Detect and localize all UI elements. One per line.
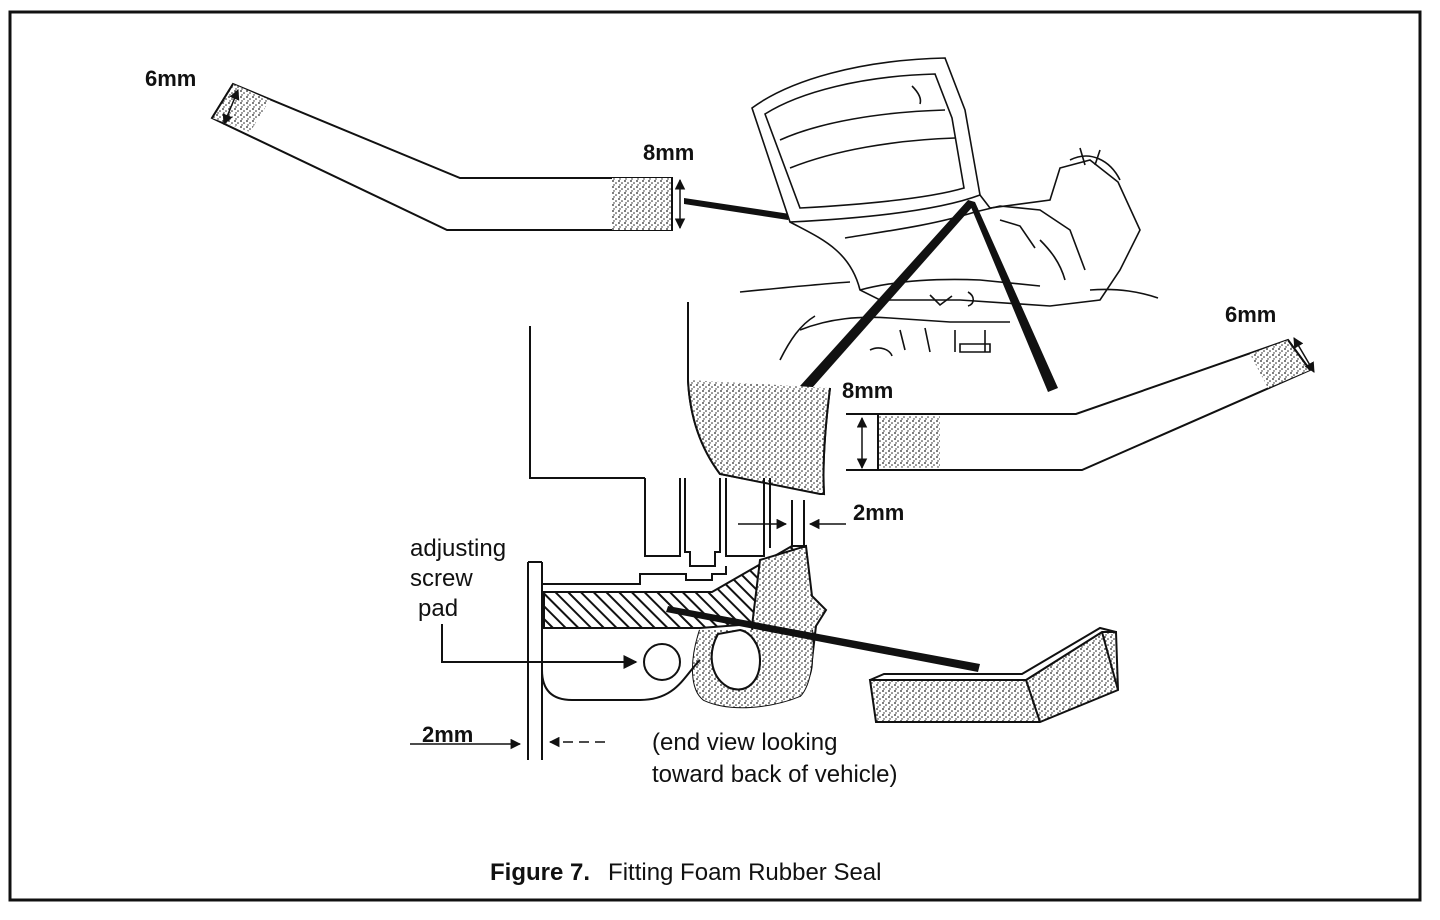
seal-strip-right (846, 338, 1312, 471)
end-view-note: (end view looking toward back of vehicle… (652, 729, 897, 788)
figure-frame (8, 10, 1422, 902)
dimension-6mm-right: 6mm (1225, 302, 1315, 373)
label-pad: pad (418, 595, 458, 622)
label-screw: screw (410, 565, 473, 592)
label-8mm-top: 8mm (643, 140, 694, 165)
label-end-view-line1: (end view looking (652, 729, 837, 756)
dimension-8mm-right: 8mm (842, 378, 893, 470)
label-adjusting: adjusting (410, 535, 506, 562)
callout-adjusting-screw-pad: adjusting screw pad (410, 535, 638, 669)
svg-text:Figure 7. Fitting Foam R: Figure 7. Fitting Foam Rubber Seal (490, 859, 882, 886)
caption-title: Fitting Foam Rubber Seal (608, 859, 881, 886)
leader-top-strip (684, 198, 790, 220)
dimension-6mm-top-left: 6mm (145, 66, 240, 125)
label-6mm-top-left: 6mm (145, 66, 196, 91)
caption-number: Figure 7. (490, 859, 590, 886)
label-end-view-line2: toward back of vehicle) (652, 761, 897, 788)
seal-strip-top-left (210, 82, 673, 231)
end-view-section (527, 302, 831, 760)
label-6mm-right: 6mm (1225, 302, 1276, 327)
dimension-8mm-top: 8mm (643, 140, 694, 230)
leader-seal-to-foam (666, 606, 980, 672)
dimension-2mm-bottom: 2mm (410, 722, 605, 750)
foam-rubber-piece (868, 626, 1120, 723)
vehicle-illustration (739, 57, 1159, 361)
figure-caption: Figure 7. Fitting Foam Rubber Seal (490, 859, 882, 886)
label-2mm-bottom: 2mm (422, 722, 473, 747)
label-2mm-top: 2mm (853, 500, 904, 525)
label-8mm-right: 8mm (842, 378, 893, 403)
leader-vehicle-left (800, 200, 975, 388)
leader-vehicle-right (968, 200, 1058, 392)
dimension-2mm-top: 2mm (738, 500, 904, 548)
